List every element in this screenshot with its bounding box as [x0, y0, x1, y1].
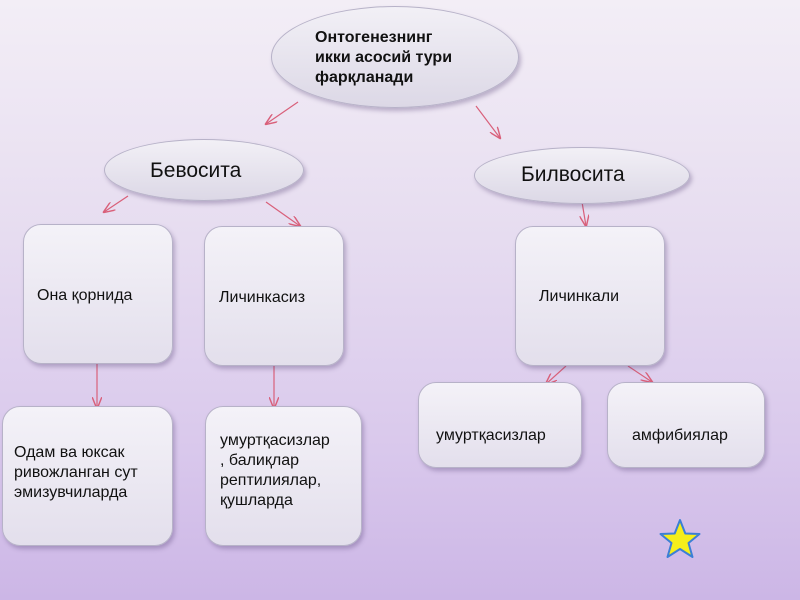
example-label-odam: Одам ва юксак ривожланган сут эмизувчила… [14, 444, 138, 501]
type-node-lichinkasiz: Личинкасиз [204, 226, 344, 366]
type-label-lichinkasiz: Личинкасиз [219, 289, 306, 306]
example-node-amfibiyalar: амфибиялар [607, 382, 765, 468]
arrow-bevosita-to-lichinkasiz [265, 201, 300, 226]
example-label-umurtqasizlar: умуртқасизлар [436, 427, 546, 444]
arrow-lichinkali-to-umurtqasizlar [546, 365, 567, 384]
root-node: Онтогенезнинг икки асосий тури фарқланад… [271, 6, 519, 108]
arrow-root-to-bilvosita [475, 105, 500, 138]
root-label: Онтогенезнинг икки асосий тури фарқланад… [315, 29, 453, 86]
arrow-bevosita-to-ona-qornida [104, 195, 129, 212]
arrow-root-to-bevosita [266, 101, 299, 124]
type-node-ona-qornida: Она қорнида [23, 224, 173, 364]
example-label-amfibiyalar: амфибиялар [632, 427, 728, 444]
branch-node-bevosita: Бевосита [104, 139, 304, 201]
type-label-ona-qornida: Она қорнида [37, 287, 133, 304]
type-label-lichinkali: Личинкали [539, 288, 620, 305]
arrow-lichinkali-to-amfibiyalar [627, 365, 652, 382]
type-node-lichinkali: Личинкали [515, 226, 665, 366]
example-node-umurtqasizlar-baliqlar: умуртқасизлар , балиқлар рептилиялар, қу… [205, 406, 362, 546]
example-label-umurtqasizlar-baliqlar: умуртқасизлар , балиқлар рептилиялар, қу… [220, 432, 330, 509]
branch-node-bilvosita: Билвосита [474, 147, 690, 204]
example-node-umurtqasizlar: умуртқасизлар [418, 382, 582, 468]
branch-label-bevosita: Бевосита [150, 159, 242, 182]
arrow-bilvosita-to-lichinkali [582, 201, 586, 226]
branch-label-bilvosita: Билвосита [521, 163, 625, 186]
star-icon [659, 519, 701, 558]
example-node-odam: Одам ва юксак ривожланган сут эмизувчила… [2, 406, 173, 546]
